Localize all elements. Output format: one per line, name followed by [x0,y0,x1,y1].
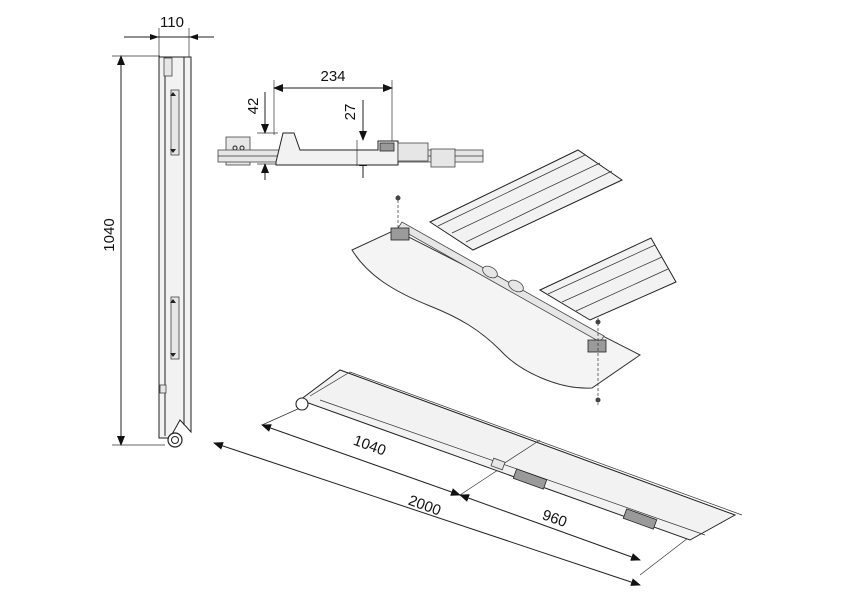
axle-sleeve [508,279,524,293]
proj-line-end [639,537,689,576]
segment-b-dimension-line [459,494,641,561]
section-width-label: 234 [320,68,345,85]
section-left-height-label: 42 [245,98,262,115]
side-width-label: 110 [160,14,184,31]
upper-slot [170,89,180,156]
top-hinge [163,57,173,77]
bolt-head [595,319,601,325]
section-inner-height-label: 27 [342,104,359,121]
folded-roller [295,397,309,411]
section-profile [275,132,399,166]
side-view: 110 1040 [101,14,214,448]
mounting-plate [351,229,641,389]
segment-b-label: 960 [540,507,569,532]
mounted-isometric-view [351,149,677,405]
bracket-upper [390,227,410,241]
total-length-dimension-line [213,442,641,586]
folded-isometric-view: 1040 2000 960 [213,369,743,586]
mount-axle [397,221,605,343]
axle-sleeve [482,265,498,279]
proj-line-start [261,407,301,426]
section-clamp [397,142,429,162]
lower-ramp-rail [538,237,677,321]
segment-a-label: 1040 [351,432,388,459]
section-insert [379,142,395,152]
bracket-lower [587,339,607,353]
cross-section-view: 234 42 27 [217,68,484,180]
lower-slot [170,296,180,360]
end-roller-core [171,436,179,444]
small-tab [159,384,167,394]
upper-rail-ribs [437,154,613,243]
total-length-label: 2000 [406,492,443,519]
side-height-label: 1040 [101,218,118,251]
bolt-nut [595,397,601,403]
section-end-cap [430,148,456,168]
bolt-head [395,195,401,201]
upper-ramp-rail [428,149,624,251]
rail-body [158,56,192,439]
lower-rail-ribs [547,244,669,312]
